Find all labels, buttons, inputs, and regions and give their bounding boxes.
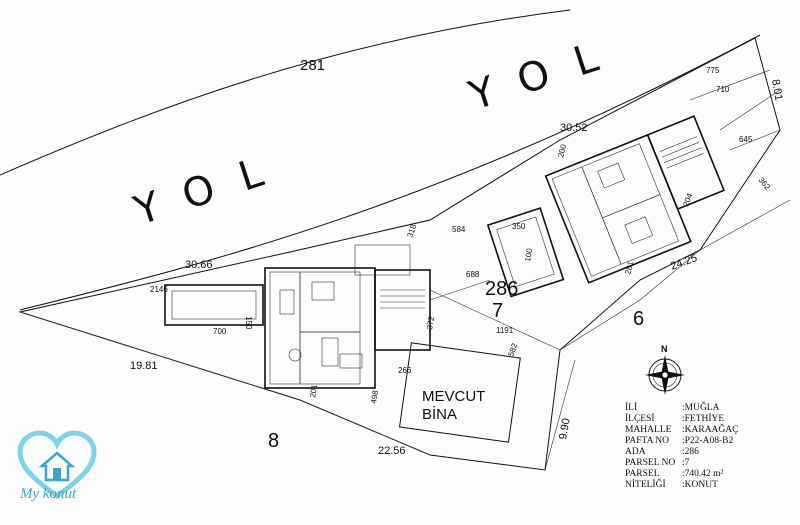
- dim-201: 201: [308, 383, 319, 398]
- neighbour-line-6: [559, 199, 791, 351]
- info-key-0: İLİ: [625, 401, 637, 413]
- building-left-room-3: [299, 331, 361, 385]
- info-value-4: :286: [682, 447, 699, 457]
- parcel-boundary: [18, 37, 781, 471]
- compass: N: [645, 344, 685, 395]
- dining-table-2: [279, 289, 295, 315]
- dim-left-bottom: 19.81: [130, 360, 158, 372]
- dim-top-mid: 30.52: [560, 122, 588, 134]
- dim-204: 204: [681, 192, 694, 208]
- dim-350: 350: [512, 222, 526, 231]
- dim-corner: 8.01: [769, 78, 785, 101]
- road-label-upper: YOL: [463, 26, 630, 120]
- dim-645: 645: [739, 135, 753, 144]
- info-value-1: :FETHİYE: [682, 412, 724, 424]
- parcel-6-label: 6: [633, 308, 644, 330]
- dim-582: 582: [506, 342, 519, 358]
- building-right-room-3: [602, 194, 680, 265]
- existing-building: [398, 342, 521, 443]
- dim-bottom-right: 9.90: [557, 417, 573, 440]
- block-label: 286: [485, 278, 518, 300]
- stair-line: [664, 147, 702, 163]
- heart-house-icon: [17, 430, 97, 500]
- dim-362: 362: [756, 176, 772, 192]
- dim-line: [719, 89, 781, 131]
- info-key-4: ADA: [625, 447, 646, 457]
- building-left-room-1: [269, 271, 301, 385]
- dim-100: 100: [523, 247, 534, 262]
- dim-left-top: 30.66: [185, 259, 213, 271]
- building-right-room-1: [551, 166, 622, 277]
- pool-middle-inner: [496, 216, 555, 288]
- info-key-3: PAFTA NO: [625, 436, 669, 446]
- dining-table: [311, 281, 335, 301]
- info-value-2: :KARAAĞAÇ: [682, 423, 738, 435]
- building-left-room-2: [299, 271, 361, 333]
- dim-line: [729, 129, 781, 151]
- info-key-6: PARSEL: [625, 469, 660, 479]
- info-value-7: :KONUT: [682, 480, 718, 490]
- neighbour-line-se: [544, 359, 576, 471]
- sofa: [321, 337, 339, 367]
- parcel-281-label: 281: [300, 57, 325, 74]
- dim-775: 775: [706, 66, 720, 75]
- building-right: [544, 115, 725, 284]
- stair-line: [666, 153, 704, 169]
- dim-498: 498: [369, 389, 380, 404]
- armchair: [288, 348, 302, 362]
- road-edge-lower: [19, 34, 761, 311]
- info-key-2: MAHALLE: [625, 425, 672, 435]
- dim-372: 372: [425, 315, 436, 330]
- dim-318: 318: [405, 223, 418, 239]
- info-table: İLİ :MUĞLA İLÇESİ :FETHİYE MAHALLE :KARA…: [625, 401, 738, 490]
- mykonut-logo: My konut: [12, 428, 102, 516]
- dim-710: 710: [716, 85, 730, 94]
- dim-266: 266: [398, 366, 412, 375]
- compass-north-label: N: [661, 344, 668, 354]
- pool-left-inner: [171, 290, 257, 320]
- dim-688: 688: [466, 270, 480, 279]
- stair-line: [659, 136, 697, 152]
- info-value-6: :740.42 m²: [682, 469, 724, 479]
- dim-150: 150: [244, 316, 253, 330]
- dim-700: 700: [213, 327, 227, 336]
- info-key-1: İLÇESİ: [625, 412, 655, 424]
- dim-2146: 2146: [150, 285, 168, 294]
- road-label-lower: YOL: [128, 141, 295, 235]
- parcel-8-label: 8: [268, 430, 279, 452]
- dim-line: [689, 69, 771, 101]
- entrance-left: [354, 244, 411, 276]
- sofa-2: [339, 353, 363, 369]
- dim-281: 281: [623, 260, 635, 276]
- building-left: [264, 267, 376, 389]
- info-key-7: NİTELİĞİ: [625, 478, 666, 490]
- existing-building-label-1: MEVCUT: [422, 388, 485, 405]
- parcel-divider-2: [429, 279, 491, 301]
- stair-line: [661, 141, 700, 158]
- dim-200: 200: [556, 143, 568, 159]
- parcel-divider: [429, 289, 561, 351]
- dim-right: 24.25: [669, 252, 699, 273]
- sofa-right: [624, 216, 654, 244]
- dim-1191: 1191: [496, 326, 514, 335]
- info-value-5: :7: [682, 458, 690, 468]
- info-value-3: :P22-A08-B2: [682, 436, 733, 446]
- dining-table-right: [597, 162, 626, 189]
- dim-584: 584: [452, 225, 466, 234]
- existing-building-label-2: BİNA: [422, 405, 457, 423]
- building-right-room-2: [581, 143, 661, 219]
- pool-middle: [486, 207, 565, 298]
- building-left-annex: [374, 269, 431, 351]
- dim-bottom: 22.56: [378, 445, 406, 457]
- neighbour-line-8: [19, 311, 431, 456]
- logo-text: My konut: [20, 486, 77, 502]
- info-key-5: PARSEL NO: [625, 458, 675, 468]
- parcel-no-label: 7: [492, 300, 503, 322]
- building-right-annex: [646, 115, 725, 211]
- road-edge-upper: [0, 9, 571, 176]
- info-value-0: :MUĞLA: [682, 401, 720, 413]
- pool-left: [164, 284, 264, 326]
